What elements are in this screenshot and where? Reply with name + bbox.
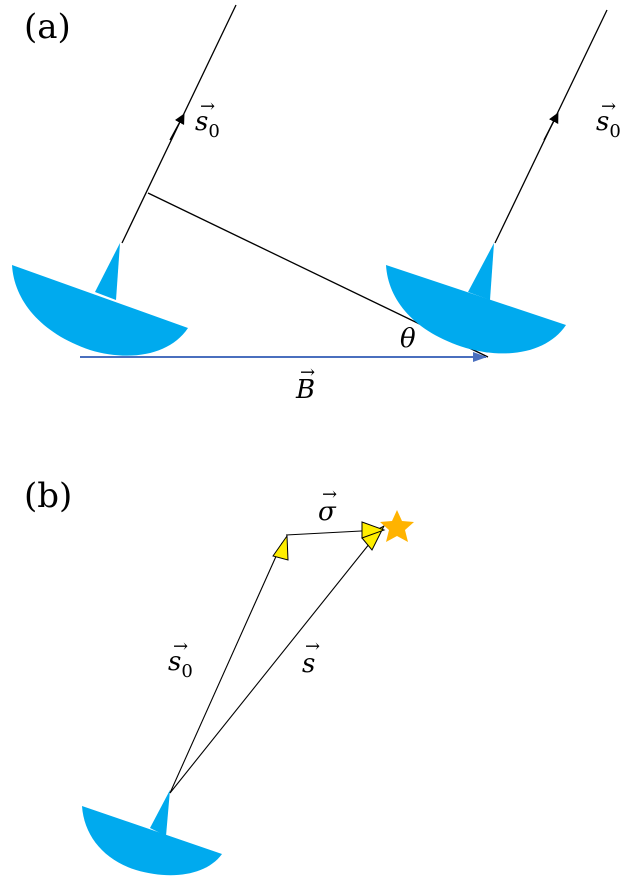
s0-vector-arrow: → [173, 636, 188, 657]
s0-label-right: s0 [596, 107, 621, 142]
s0-arrow-left [169, 113, 185, 141]
panel-a-label: (a) [24, 7, 71, 47]
s0-label-left: s0 [195, 107, 220, 142]
dish-antenna-icon [82, 790, 222, 876]
s-vector-arrow: → [305, 636, 320, 657]
baseline-vector-arrow: → [300, 362, 315, 383]
s-vector-line [169, 527, 383, 794]
s0-vector-arrow-right: → [601, 96, 616, 117]
theta-label: θ [400, 324, 416, 354]
panel-b-label: (b) [24, 476, 72, 516]
s0-vector-line [169, 542, 283, 794]
s0-arrowhead [272, 534, 289, 561]
star-icon [380, 510, 414, 542]
sigma-vector-arrow: → [322, 484, 337, 505]
sigma-label: σ [318, 497, 337, 527]
panel-b: (b) σ → s0 → s → [24, 476, 414, 876]
dish-antenna-icon [386, 243, 566, 354]
s0-vector-arrow-left: → [200, 96, 215, 117]
baseline-label: B [295, 375, 315, 405]
s0-label: s0 [168, 647, 193, 682]
s0-arrow-right [543, 112, 559, 141]
sigma-arrowhead [361, 521, 386, 539]
s-label: s [302, 649, 315, 679]
panel-a: (a) s0 → s0 → θ B → [12, 4, 621, 405]
dish-antenna-icon [12, 243, 188, 356]
